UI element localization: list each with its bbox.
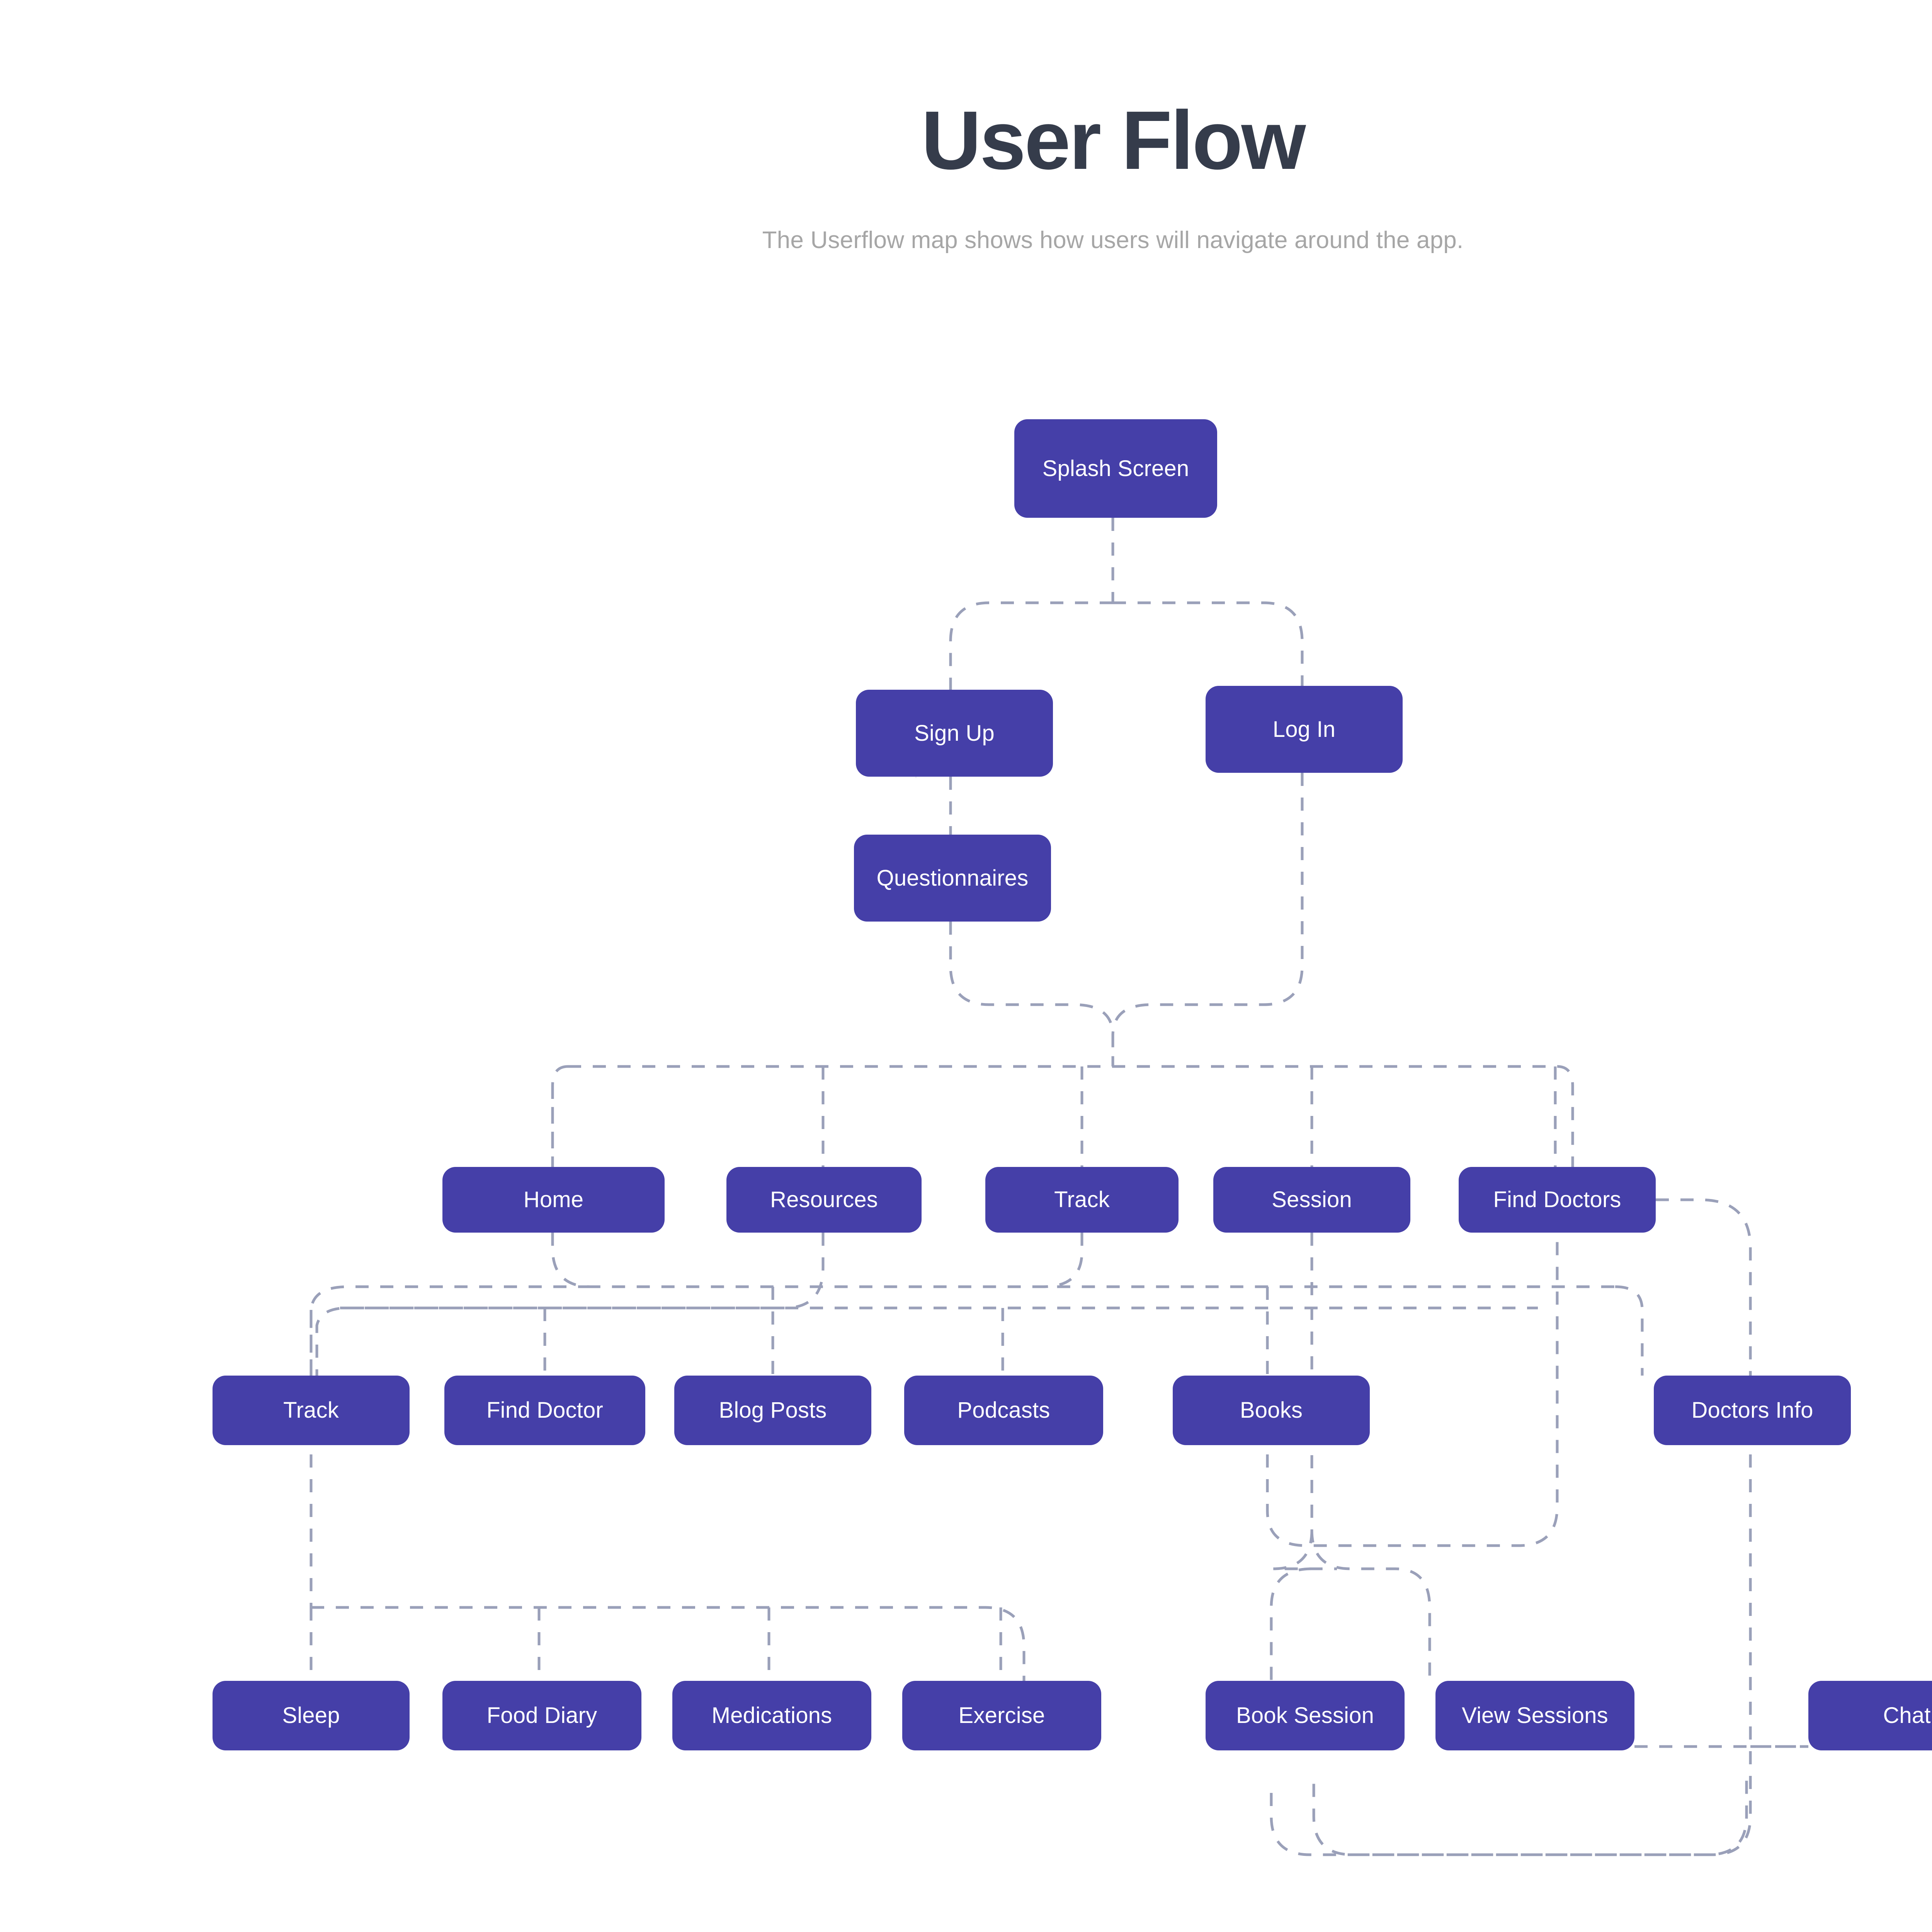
node-food-diary[interactable]: Food Diary bbox=[442, 1681, 641, 1750]
node-splash-screen[interactable]: Splash Screen bbox=[1014, 419, 1217, 518]
page-title: User Flow bbox=[921, 94, 1306, 187]
edge-doctorsinfo-down bbox=[1312, 1430, 1752, 1856]
node-label: Podcasts bbox=[957, 1398, 1050, 1423]
node-label: Track bbox=[283, 1398, 339, 1423]
node-resources[interactable]: Resources bbox=[726, 1167, 922, 1233]
node-label: Exercise bbox=[958, 1703, 1045, 1728]
node-sleep[interactable]: Sleep bbox=[213, 1681, 410, 1750]
edge-booksession-drop bbox=[1270, 1567, 1312, 1681]
node-label: Log In bbox=[1272, 716, 1336, 742]
node-label: Splash Screen bbox=[1042, 456, 1189, 481]
node-session[interactable]: Session bbox=[1213, 1167, 1410, 1233]
node-label: Find Doctor bbox=[486, 1398, 603, 1423]
edge-bottom-rail bbox=[311, 1606, 1026, 1681]
edge-railA-left-cap bbox=[310, 1285, 591, 1376]
node-medications[interactable]: Medications bbox=[672, 1681, 871, 1750]
node-label: Food Diary bbox=[486, 1703, 597, 1728]
edge-questionnaires-join bbox=[949, 922, 1114, 1066]
node-chat[interactable]: Chat bbox=[1808, 1681, 1932, 1750]
node-podcasts[interactable]: Podcasts bbox=[904, 1376, 1103, 1445]
edge-home-railA bbox=[551, 1233, 1615, 1288]
node-label: Medications bbox=[711, 1703, 832, 1728]
node-exercise[interactable]: Exercise bbox=[902, 1681, 1101, 1750]
node-sign-up[interactable]: Sign Up bbox=[856, 690, 1053, 777]
node-books[interactable]: Books bbox=[1173, 1376, 1370, 1445]
edge-tracknav-tracksub bbox=[1043, 1233, 1083, 1288]
edge-rail-right-cap bbox=[1557, 1065, 1574, 1167]
node-track-sub[interactable]: Track bbox=[213, 1376, 410, 1445]
node-label: Session bbox=[1272, 1187, 1352, 1213]
node-find-doctors[interactable]: Find Doctors bbox=[1459, 1167, 1656, 1233]
node-label: Home bbox=[523, 1187, 584, 1213]
node-book-session[interactable]: Book Session bbox=[1206, 1681, 1405, 1750]
node-label: Track bbox=[1054, 1187, 1110, 1213]
node-view-sessions[interactable]: View Sessions bbox=[1435, 1681, 1634, 1750]
node-questionnaires[interactable]: Questionnaires bbox=[854, 835, 1051, 922]
node-log-in[interactable]: Log In bbox=[1206, 686, 1403, 773]
node-label: Sleep bbox=[282, 1703, 340, 1728]
page-subtitle: The Userflow map shows how users will na… bbox=[762, 226, 1464, 253]
node-find-doctor[interactable]: Find Doctor bbox=[444, 1376, 645, 1445]
edge-railA-right-cap bbox=[1615, 1285, 1644, 1376]
edge-rail-left-cap bbox=[551, 1065, 568, 1167]
node-label: Resources bbox=[770, 1187, 878, 1213]
edge-resources-railB bbox=[315, 1233, 825, 1376]
node-label: Questionnaires bbox=[876, 865, 1029, 891]
node-label: Sign Up bbox=[914, 720, 995, 746]
node-doctors-info[interactable]: Doctors Info bbox=[1654, 1376, 1851, 1445]
node-label: Book Session bbox=[1236, 1703, 1374, 1728]
edge-session-down bbox=[1310, 1233, 1431, 1681]
page-header: User Flow The Userflow map shows how use… bbox=[0, 0, 1932, 254]
node-label: Find Doctors bbox=[1493, 1187, 1621, 1213]
node-label: View Sessions bbox=[1462, 1703, 1608, 1728]
node-track-nav[interactable]: Track bbox=[985, 1167, 1179, 1233]
edge-finddoctors-doctorsinfo bbox=[1656, 1198, 1752, 1379]
edge-session-booksession bbox=[1273, 1530, 1337, 1570]
edge-bus-signup bbox=[949, 601, 1113, 692]
node-label: Chat bbox=[1883, 1703, 1931, 1728]
node-label: Books bbox=[1240, 1398, 1303, 1423]
node-label: Blog Posts bbox=[719, 1398, 827, 1423]
edge-bus-login bbox=[1113, 601, 1304, 688]
node-label: Doctors Info bbox=[1691, 1398, 1813, 1423]
edge-login-down bbox=[1111, 773, 1304, 1066]
edge-booksession-loop bbox=[1270, 1777, 1748, 1856]
node-home[interactable]: Home bbox=[442, 1167, 665, 1233]
node-blog-posts[interactable]: Blog Posts bbox=[674, 1376, 871, 1445]
